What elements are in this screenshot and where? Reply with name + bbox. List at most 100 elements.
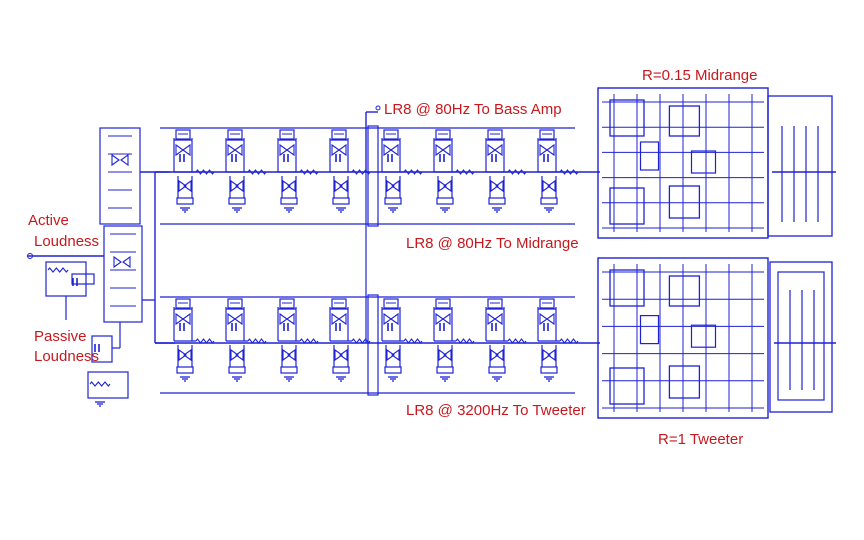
- tweeter-amplifier: [597, 257, 769, 419]
- input-buffer-lower: [103, 225, 143, 323]
- opamp-symbol: [539, 143, 548, 157]
- stage-bottom-box: [540, 366, 558, 374]
- passive-loudness-network: [87, 371, 129, 399]
- opamp-symbol: [494, 143, 503, 157]
- stage-supply-box: [175, 129, 191, 140]
- stage-bottom-box: [384, 197, 402, 205]
- opamp-symbol: [178, 348, 187, 362]
- opamp-symbol: [175, 143, 184, 157]
- filter-stage: [329, 129, 371, 213]
- resistor: [507, 338, 527, 344]
- opamp-symbol: [386, 348, 395, 362]
- stage-supply-box: [383, 129, 399, 140]
- stage-supply-box: [539, 298, 555, 309]
- opamp-symbol: [539, 312, 548, 326]
- opamp-symbol: [175, 312, 184, 326]
- resistor: [89, 381, 111, 387]
- opamp-symbol: [230, 179, 239, 193]
- output-array: [769, 261, 833, 413]
- opamp-symbol: [334, 179, 343, 193]
- resistor: [559, 338, 579, 344]
- amp-outline: [597, 257, 769, 419]
- opamp-symbol: [390, 312, 399, 326]
- filter-stage: [485, 129, 527, 213]
- midrange-output-stage: [767, 95, 836, 237]
- opamp-symbol: [339, 179, 348, 193]
- driver-stage: [639, 315, 660, 345]
- opamp-symbol: [183, 348, 192, 362]
- stage-bottom-box: [488, 197, 506, 205]
- filter-stage: [433, 129, 475, 213]
- filter-stage: [537, 298, 579, 382]
- resistor: [299, 338, 319, 344]
- opamp-symbol: [331, 312, 340, 326]
- output-device: [668, 365, 701, 399]
- opamp-symbol: [286, 312, 295, 326]
- input-terminal: [27, 253, 33, 259]
- filter-stage: [485, 298, 527, 382]
- opamp-symbol: [279, 312, 288, 326]
- opamp-symbol: [442, 143, 451, 157]
- resistor: [247, 169, 267, 175]
- opamp-symbol: [495, 348, 504, 362]
- stage-supply-box: [383, 298, 399, 309]
- opamp-symbol: [331, 143, 340, 157]
- bias-network: [690, 324, 717, 348]
- filter-stage: [225, 129, 267, 213]
- filter-stage: [173, 298, 215, 382]
- opamp-symbol: [120, 153, 129, 167]
- resistor: [195, 169, 215, 175]
- stage-supply-box: [227, 129, 243, 140]
- opamp-symbol: [490, 179, 499, 193]
- filter-stage: [537, 129, 579, 213]
- stage-bottom-box: [436, 366, 454, 374]
- filter-stage: [381, 298, 423, 382]
- stage-bottom-box: [176, 197, 194, 205]
- stage-supply-box: [331, 298, 347, 309]
- stage-supply-box: [227, 298, 243, 309]
- resistor: [403, 169, 423, 175]
- active-loudness-label-line2: Loudness: [34, 233, 100, 250]
- filter-stage: [433, 298, 475, 382]
- opamp-symbol: [178, 179, 187, 193]
- filter-stage: [381, 129, 423, 213]
- stage-bottom-box: [488, 366, 506, 374]
- opamp-symbol: [487, 312, 496, 326]
- opamp-symbol: [542, 348, 551, 362]
- opamp-symbol: [182, 143, 191, 157]
- output-array-inner: [777, 271, 825, 401]
- opamp-symbol: [487, 143, 496, 157]
- opamp-symbol: [546, 143, 555, 157]
- stage-bottom-box: [176, 366, 194, 374]
- opamp-symbol: [286, 143, 295, 157]
- input-buffer-upper: [99, 127, 141, 225]
- stage-supply-box: [487, 298, 503, 309]
- resistor: [559, 169, 579, 175]
- resistor: [507, 169, 527, 175]
- resistor: [247, 338, 267, 344]
- output-device: [668, 185, 701, 219]
- input-loudness-section: [28, 127, 175, 407]
- opamp-symbol: [495, 179, 504, 193]
- output-device: [609, 187, 645, 225]
- output-device: [668, 275, 701, 307]
- stage-bottom-box: [228, 197, 246, 205]
- opamp-symbol: [443, 348, 452, 362]
- filter-stage: [225, 298, 267, 382]
- opamp-symbol: [383, 312, 392, 326]
- resistor: [403, 338, 423, 344]
- stage-bottom-box: [280, 197, 298, 205]
- opamp-symbol: [122, 255, 131, 269]
- opamp-symbol: [287, 348, 296, 362]
- row-splitter: [367, 125, 379, 227]
- opamp-symbol: [542, 179, 551, 193]
- filter-stage: [329, 298, 371, 382]
- opamp-symbol: [435, 143, 444, 157]
- opamp-symbol: [443, 179, 452, 193]
- tweeter-output-label: LR8 @ 3200Hz To Tweeter: [406, 402, 586, 419]
- opamp-symbol: [282, 348, 291, 362]
- opamp-symbol: [546, 312, 555, 326]
- stage-supply-box: [279, 298, 295, 309]
- opamp-symbol: [234, 312, 243, 326]
